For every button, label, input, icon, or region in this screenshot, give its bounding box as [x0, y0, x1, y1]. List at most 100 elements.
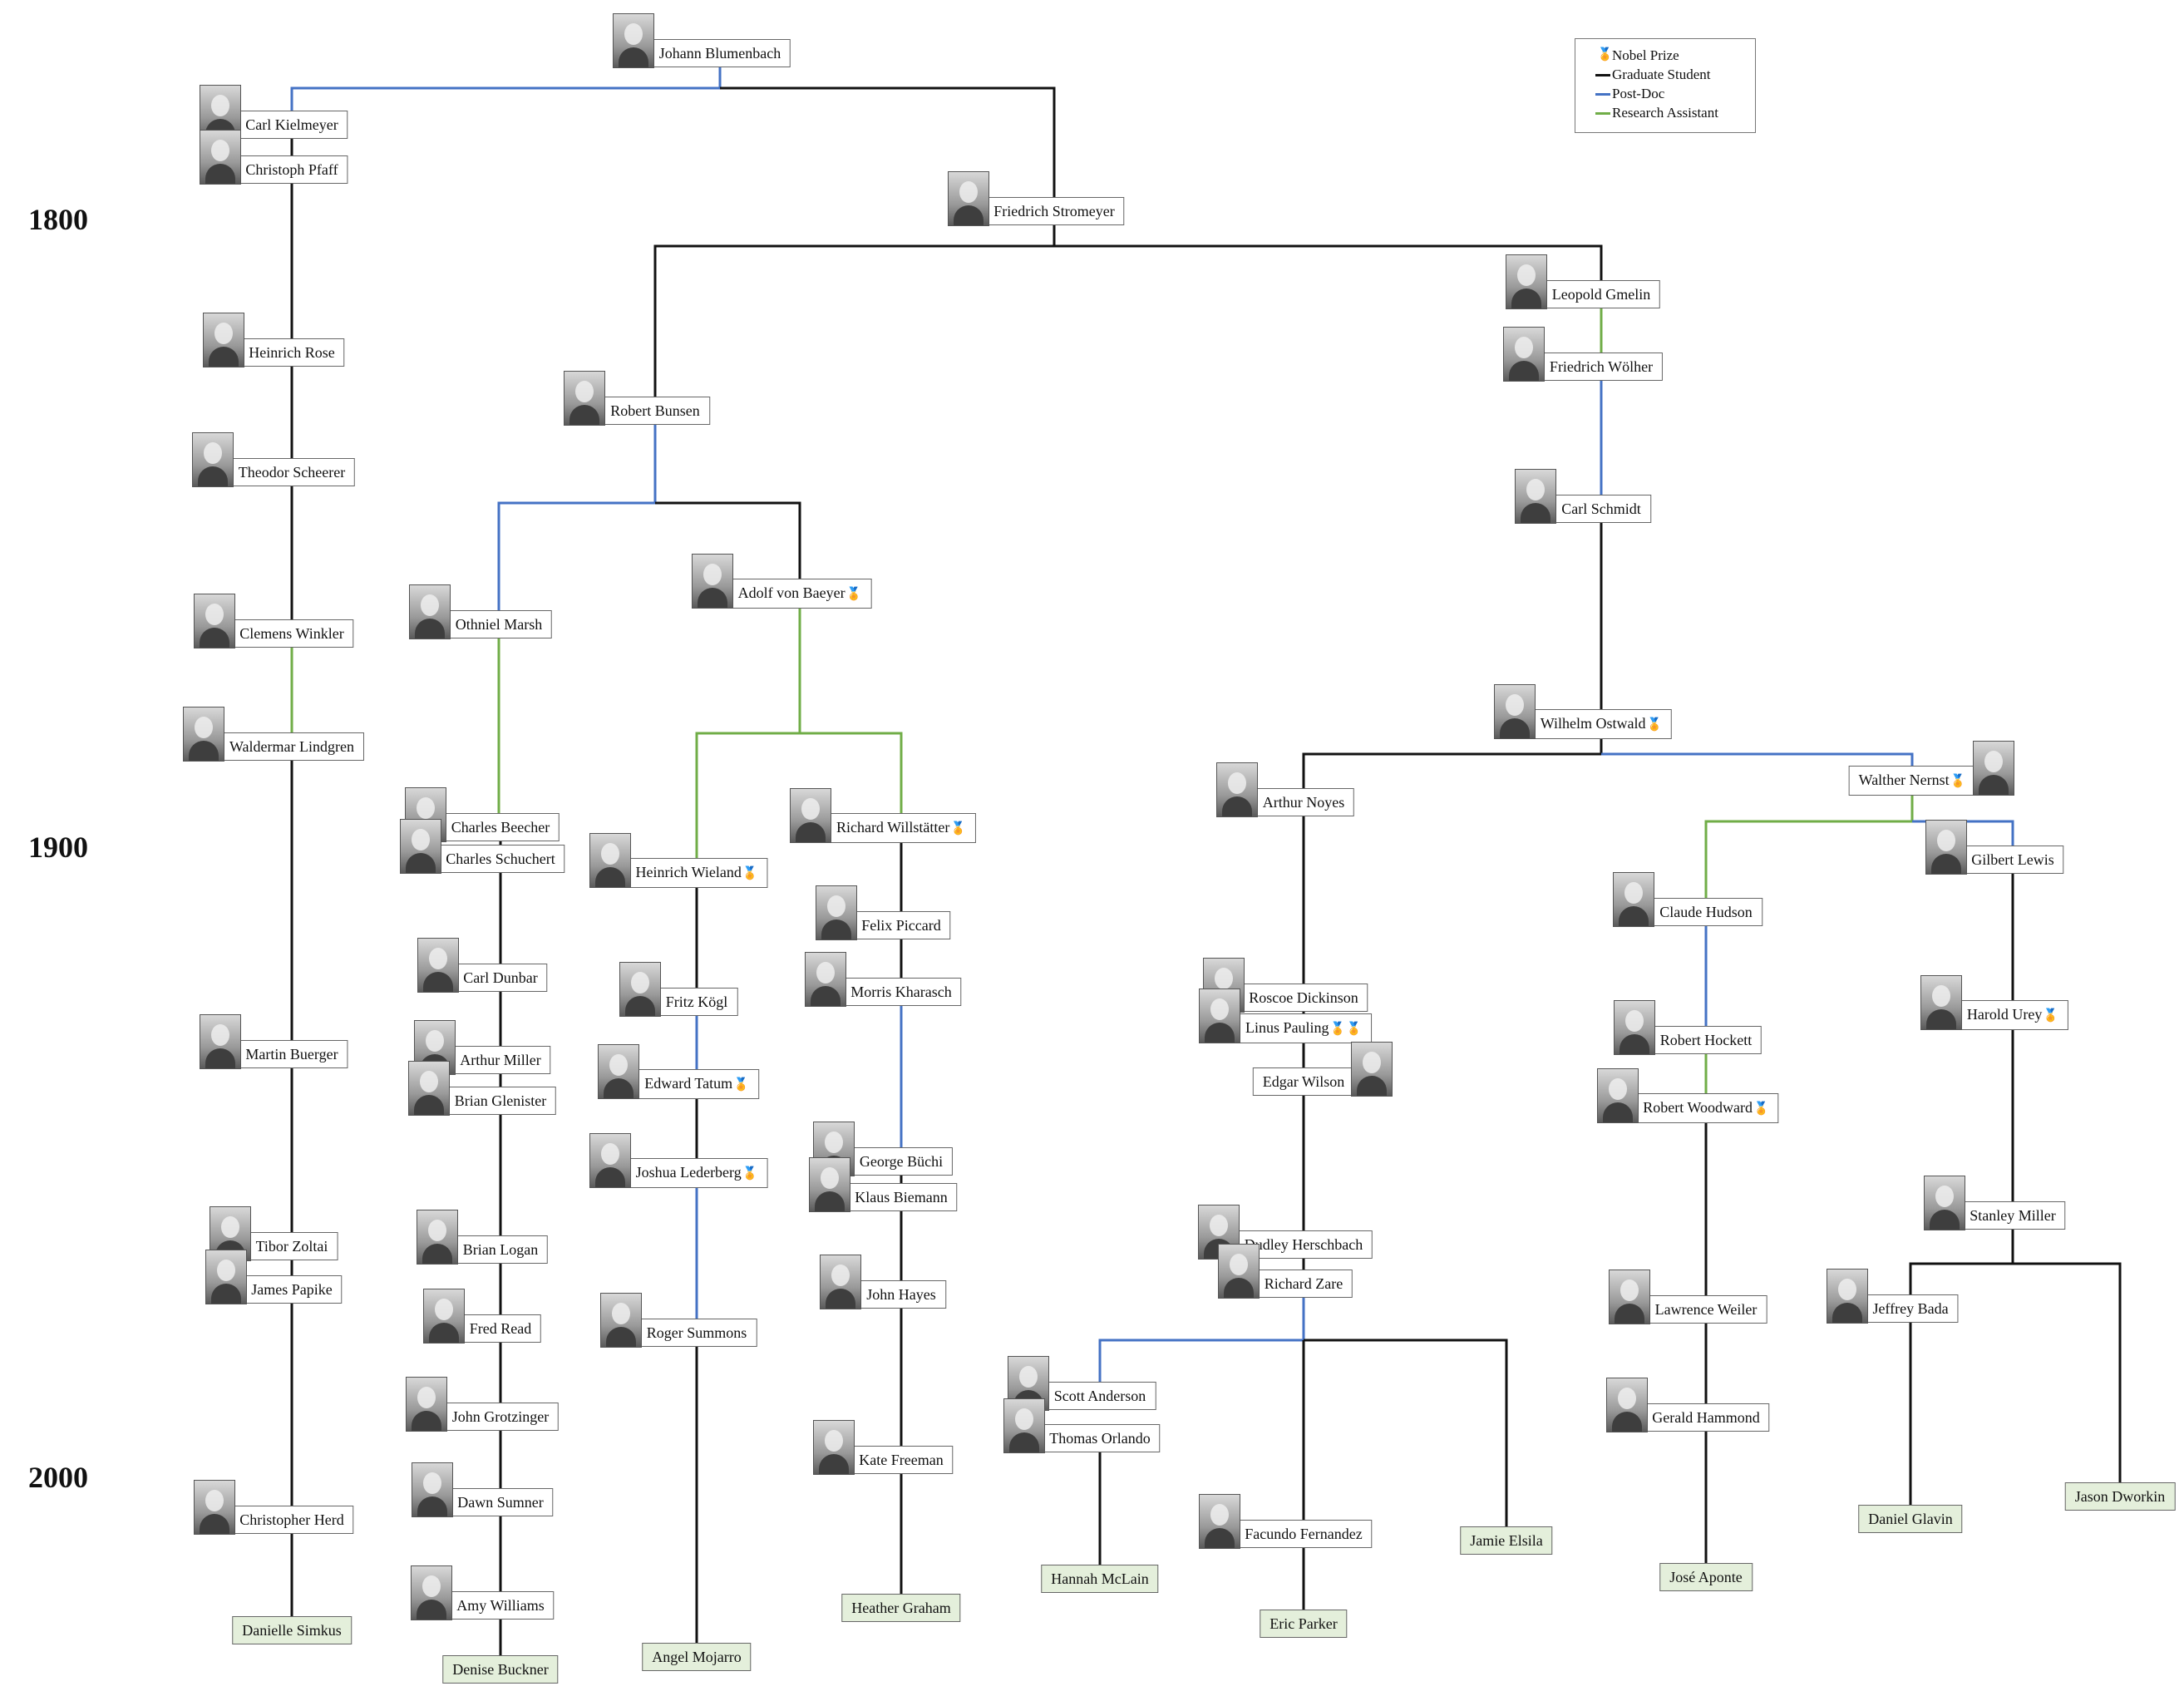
portrait-photo	[406, 1377, 447, 1432]
legend: 🏅 Nobel Prize Graduate Student Post-Doc …	[1575, 38, 1756, 133]
year-label: 2000	[28, 1461, 88, 1494]
person-orlando: Thomas Orlando	[1039, 1424, 1161, 1452]
nobel-medal-icon: 🏅	[2043, 1009, 2059, 1023]
person-blumenbach: Johann Blumenbach	[648, 39, 791, 67]
person-name: John Hayes	[866, 1286, 936, 1303]
person-name: Fritz Kögl	[665, 993, 728, 1010]
portrait-photo	[193, 1480, 235, 1535]
person-name: Adolf von Baeyer	[737, 584, 845, 601]
legend-label: Nobel Prize	[1612, 47, 1679, 63]
person-bada: Jeffrey Bada	[1862, 1294, 1959, 1323]
nobel-medal-icon: 🏅	[950, 822, 967, 836]
portrait-photo	[202, 313, 244, 367]
portrait-photo	[1218, 1244, 1260, 1299]
portrait-photo	[409, 584, 451, 639]
edge-grad	[1302, 736, 1603, 791]
legend-swatch-grad	[1595, 74, 1610, 76]
portrait-photo	[1003, 1398, 1045, 1453]
edge-grad	[1054, 244, 1603, 283]
person-marsh: Othniel Marsh	[445, 610, 553, 638]
edge-post	[1601, 752, 1914, 769]
person-name: Hannah McLain	[1051, 1570, 1149, 1587]
person-anderson: Scott Anderson	[1043, 1382, 1156, 1410]
nobel-medal-icon: 🏅	[1950, 775, 1966, 788]
person-name: Dawn Sumner	[457, 1494, 544, 1511]
portrait-photo	[1506, 254, 1547, 309]
person-kharasch: Morris Kharasch	[841, 978, 962, 1006]
person-name: Kate Freeman	[859, 1452, 944, 1468]
portrait-photo	[790, 788, 831, 843]
person-name: Eric Parker	[1269, 1615, 1338, 1632]
person-logan: Brian Logan	[452, 1235, 549, 1264]
person-kielmeyer: Carl Kielmeyer	[235, 111, 348, 139]
person-name: José Aponte	[1669, 1569, 1743, 1585]
nobel-medal-icon: 🏅	[1329, 1023, 1346, 1036]
person-name: Heinrich Wieland	[635, 864, 742, 880]
person-name: Friedrich Wölher	[1549, 358, 1654, 375]
person-scheerer: Theodor Scheerer	[228, 458, 356, 486]
person-wieland: Heinrich Wieland🏅	[625, 858, 768, 888]
portrait-photo	[417, 938, 459, 993]
person-lewis: Gilbert Lewis	[1961, 846, 2064, 874]
person-name: Theodor Scheerer	[238, 464, 346, 481]
person-name: Denise Buckner	[452, 1661, 549, 1678]
legend-postdoc: Post-Doc	[1584, 84, 1747, 103]
person-name: John Grotzinger	[451, 1408, 550, 1425]
portrait-photo	[183, 707, 224, 762]
person-lederberg: Joshua Lederberg🏅	[625, 1158, 768, 1188]
person-schuchert: Charles Schuchert	[436, 845, 565, 873]
person-dworkin: Jason Dworkin	[2064, 1482, 2176, 1511]
person-name: Friedrich Stromeyer	[993, 203, 1115, 219]
portrait-photo	[613, 13, 654, 68]
legend-swatch-ra	[1595, 112, 1610, 115]
person-urey: Harold Urey🏅	[1956, 1000, 2069, 1030]
person-name: Carl Kielmeyer	[245, 116, 338, 133]
person-baeyer: Adolf von Baeyer🏅	[727, 579, 872, 609]
person-dunbar: Carl Dunbar	[453, 964, 548, 992]
person-mojarro: Angel Mojarro	[642, 1643, 752, 1671]
portrait-photo	[1608, 1270, 1650, 1324]
portrait-photo	[1920, 975, 1962, 1030]
portrait-photo	[1925, 820, 1967, 875]
person-papike: James Papike	[241, 1275, 343, 1304]
portrait-photo	[589, 833, 631, 888]
person-wilson: Edgar Wilson	[1252, 1067, 1355, 1096]
edge-ra	[800, 732, 903, 816]
portrait-photo	[1613, 872, 1654, 927]
portrait-photo	[691, 554, 733, 609]
person-name: Christopher Herd	[239, 1511, 344, 1528]
person-miller_a: Arthur Miller	[450, 1046, 551, 1074]
medal-icon: 🏅	[1597, 48, 1613, 62]
person-bunsen: Robert Bunsen	[600, 397, 710, 425]
portrait-photo	[192, 432, 234, 487]
person-name: Charles Schuchert	[446, 850, 555, 867]
portrait-photo	[423, 1289, 465, 1343]
person-fernandez: Facundo Fernandez	[1235, 1520, 1373, 1548]
person-name: Danielle Simkus	[242, 1622, 342, 1639]
person-piccard: Felix Piccard	[851, 911, 951, 939]
person-pfaff: Christoph Pfaff	[235, 155, 348, 184]
person-name: Edward Tatum	[644, 1075, 733, 1092]
portrait-photo	[808, 1157, 850, 1212]
portrait-photo	[193, 594, 235, 648]
year-label: 1800	[28, 203, 88, 236]
person-hayes: John Hayes	[856, 1280, 946, 1309]
person-name: Clemens Winkler	[239, 625, 344, 642]
portrait-photo	[1972, 741, 2014, 796]
person-name: Johann Blumenbach	[658, 45, 781, 62]
person-name: Walther Nernst	[1858, 772, 1950, 788]
person-grotzinger: John Grotzinger	[441, 1403, 560, 1431]
person-name: Daniel Glavin	[1868, 1511, 1953, 1527]
person-name: Linus Pauling	[1245, 1019, 1329, 1036]
person-name: Amy Williams	[456, 1597, 545, 1614]
person-summons: Roger Summons	[636, 1319, 757, 1347]
legend-label: Graduate Student	[1612, 67, 1711, 82]
person-sumner: Dawn Sumner	[447, 1488, 554, 1516]
edge-grad	[2013, 1262, 2122, 1485]
edge-post	[1098, 1295, 1305, 1384]
person-name: Facundo Fernandez	[1245, 1526, 1363, 1542]
person-name: Brian Logan	[462, 1241, 539, 1258]
person-name: Angel Mojarro	[652, 1649, 742, 1665]
person-name: Gilbert Lewis	[1971, 851, 2054, 868]
person-pauling: Linus Pauling🏅🏅	[1235, 1013, 1372, 1043]
